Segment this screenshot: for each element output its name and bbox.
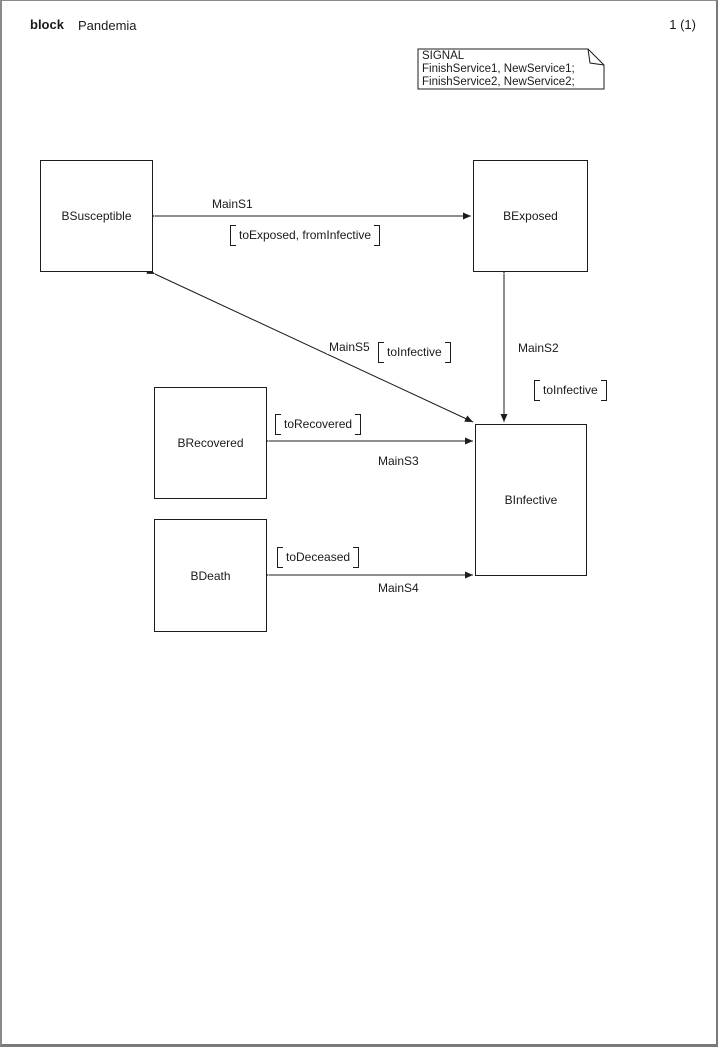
channel-mains4-name[interactable]: MainS4 bbox=[376, 581, 421, 595]
channel-mains2-signal-list[interactable]: toInfective bbox=[534, 380, 607, 401]
block-bdeath-label: BDeath bbox=[190, 568, 231, 583]
channel-mains1-name[interactable]: MainS1 bbox=[210, 197, 255, 211]
diagram-title: Pandemia bbox=[78, 18, 137, 33]
block-binfective-label: BInfective bbox=[504, 493, 558, 507]
signal-list-line-2: FinishService2, NewService2; bbox=[422, 76, 575, 88]
channel-mains3-name[interactable]: MainS3 bbox=[376, 454, 421, 468]
block-bsusceptible[interactable]: BSusceptible bbox=[40, 160, 153, 272]
channel-mains3-signal-list[interactable]: toRecovered bbox=[275, 414, 362, 435]
signal-keyword-line: SIGNAL bbox=[422, 50, 465, 62]
block-bexposed[interactable]: BExposed bbox=[473, 160, 588, 272]
page-number: 1 (1) bbox=[669, 17, 696, 32]
block-bdeath[interactable]: BDeath bbox=[154, 519, 267, 632]
channel-mains5-name[interactable]: MainS5 bbox=[327, 340, 372, 354]
block-binfective[interactable]: BInfective bbox=[475, 424, 587, 576]
block-brecovered[interactable]: BRecovered bbox=[154, 387, 267, 499]
block-brecovered-label: BRecovered bbox=[177, 436, 244, 450]
signal-declaration-text-symbol[interactable]: SIGNAL FinishService1, NewService1; Fini… bbox=[418, 49, 604, 90]
channel-mains4-signal-list[interactable]: toDeceased bbox=[277, 547, 360, 568]
block-bsusceptible-label: BSusceptible bbox=[61, 209, 132, 223]
channel-mains5-signal-list[interactable]: toInfective bbox=[378, 342, 451, 363]
block-bexposed-label: BExposed bbox=[503, 209, 558, 223]
channel-mains2-name[interactable]: MainS2 bbox=[516, 341, 561, 355]
diagram-kind-label: block bbox=[30, 17, 64, 32]
signal-list-line-1: FinishService1, NewService1; bbox=[422, 63, 575, 75]
channel-mains1-signal-list[interactable]: toExposed, fromInfective bbox=[230, 225, 381, 246]
